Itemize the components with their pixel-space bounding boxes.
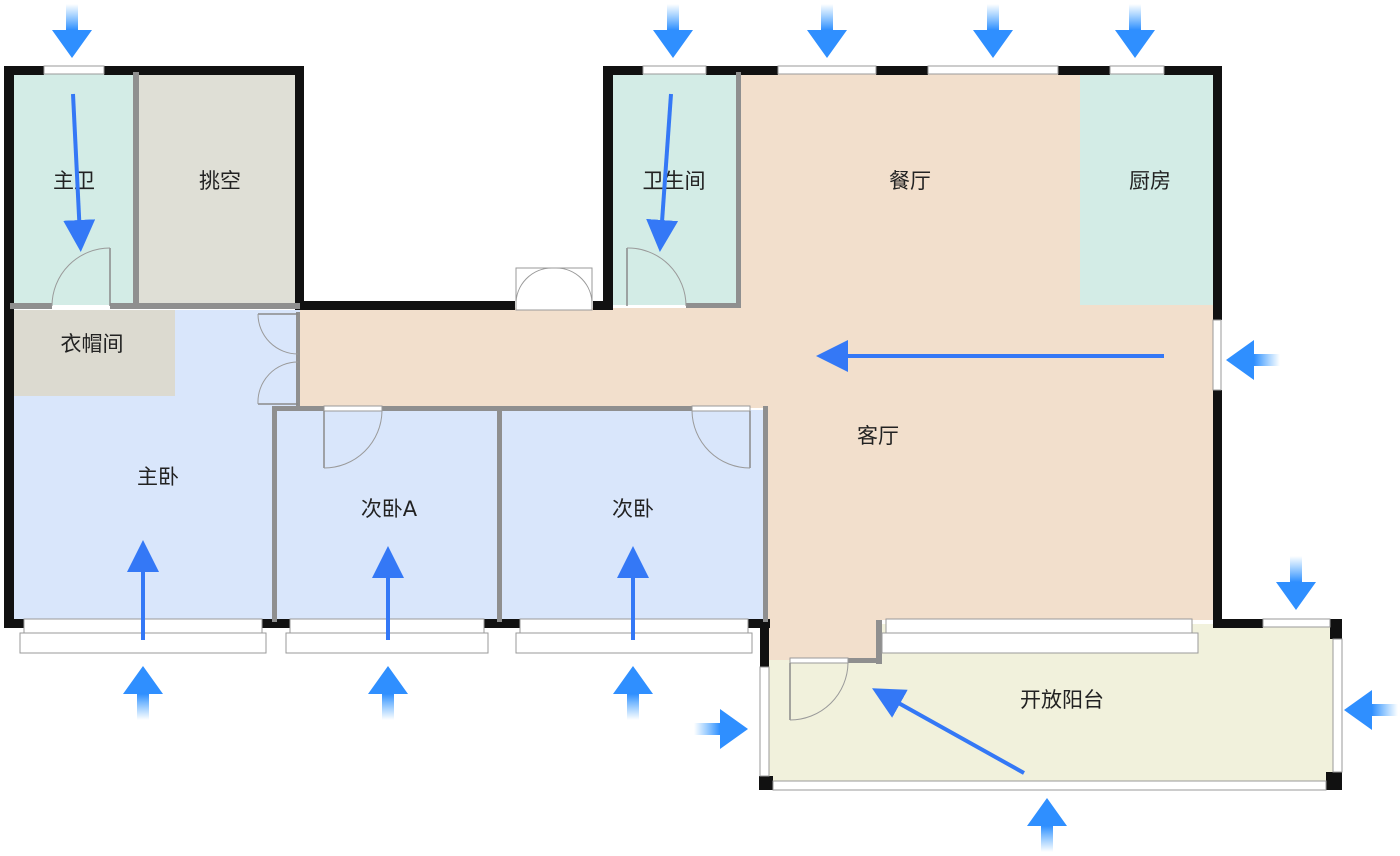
arrow-inflow-icon [368,666,408,720]
airflow-path-arrow-icon [63,93,96,252]
exterior-walls [4,66,1342,790]
room-label-second-bedroom: 次卧 [612,497,654,521]
arrow-inflow-icon [123,666,163,720]
windows [19,65,1343,791]
arrow-inflow-icon [807,4,847,58]
door-swing-icon [789,657,849,721]
room-fill-cloakroom [10,310,175,396]
room-label-second-bedroom-a: 次卧A [361,497,418,521]
room-fill-void [138,72,298,305]
room-fill-master-bedroom [10,310,300,620]
door-swing-icon [323,405,383,469]
arrow-inflow-icon [613,666,653,720]
arrow-inflow-icon [973,4,1013,58]
room-label-void: 挑空 [199,169,241,193]
arrow-inflow-icon [1226,340,1280,380]
airflow-path-arrow-icon [646,93,679,252]
door-swing-icon [691,405,751,469]
arrow-inflow-icon [694,709,748,749]
room-fill-living-dining [300,72,1214,660]
room-label-living: 客厅 [857,424,899,448]
room-label-master-bath: 主卫 [53,169,95,193]
room-fill-balcony [766,624,1336,786]
arrow-inflow-icon [1344,690,1398,730]
door-swing-icon [515,267,593,311]
door-swing-icon [257,313,299,405]
arrow-inflow-icon [653,4,693,58]
room-fill-bathroom [611,72,738,305]
room-fill-kitchen [1080,72,1214,305]
airflow-path-arrow-icon [872,688,1025,775]
room-label-dining: 餐厅 [889,169,931,193]
arrow-inflow-icon [52,4,92,58]
arrow-inflow-icon [1027,798,1067,852]
room-label-balcony: 开放阳台 [1020,688,1104,712]
arrow-inflow-icon [1276,556,1316,610]
door-swing-icon [51,247,111,307]
room-label-kitchen: 厨房 [1129,169,1171,193]
interior-partitions [10,72,882,664]
room-label-master-bedroom: 主卧 [137,465,179,489]
arrow-inflow-icon [1115,4,1155,58]
door-swing-icon [626,247,687,307]
room-label-cloakroom: 衣帽间 [61,332,124,356]
room-label-bathroom: 卫生间 [643,169,706,193]
